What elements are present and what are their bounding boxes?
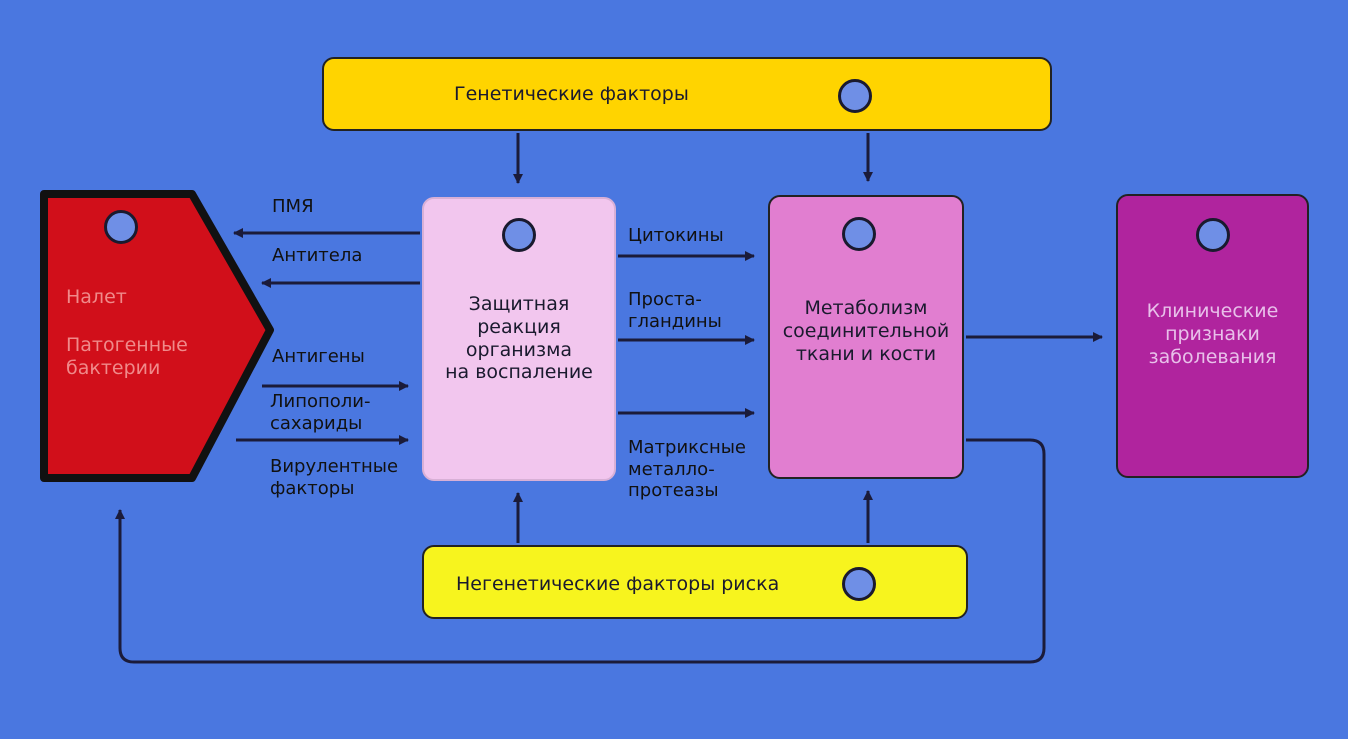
genetic-circle-icon <box>838 79 872 113</box>
clinical-line3: заболевания <box>1148 345 1277 368</box>
label-prostaglandins: Проста- гландины <box>628 289 722 332</box>
plaque-circle-icon <box>104 210 138 244</box>
metabolism-line2: соединительной <box>782 319 950 342</box>
clinical-signs-box: Клинические признаки заболевания <box>1116 194 1309 478</box>
clinical-line2: признаки <box>1165 322 1260 345</box>
metabolism-line3: ткани и кости <box>795 342 937 365</box>
label-pmn: ПМЯ <box>272 196 314 217</box>
label-mmp: Матриксные металло- протеазы <box>628 437 746 502</box>
label-prostaglandins-line2: гландины <box>628 310 722 332</box>
nongenetic-factors-label: Негенетические факторы риска <box>456 573 780 595</box>
clinical-line1: Клинические <box>1146 300 1279 322</box>
nongenetic-factors-box: Негенетические факторы риска <box>422 545 968 619</box>
plaque-subtitle-line1: Патогенные <box>66 333 188 356</box>
label-antibodies: Антитела <box>272 245 363 266</box>
plaque-text: Налет Патогенные бактерии <box>66 286 188 379</box>
label-lps-line2: сахариды <box>270 412 363 434</box>
plaque-shape <box>40 190 274 482</box>
label-mmp-line2: металло- <box>628 458 715 480</box>
label-virulence-line1: Вирулентные <box>270 456 399 477</box>
genetic-factors-label: Генетические факторы <box>454 83 689 105</box>
metabolism-text: Метаболизм соединительной ткани и кости <box>770 297 962 365</box>
feedback-loop-arrow <box>115 438 1046 664</box>
plaque-subtitle-line2: бактерии <box>66 356 161 379</box>
clinical-circle-icon <box>1196 218 1230 252</box>
host-response-circle-icon <box>502 218 536 252</box>
nongenetic-circle-icon <box>842 567 876 601</box>
label-antigens: Антигены <box>272 346 365 367</box>
metabolism-circle-icon <box>842 217 876 251</box>
label-cytokines: Цитокины <box>628 225 724 246</box>
label-mmp-line3: протеазы <box>628 480 719 502</box>
label-virulence-line2: факторы <box>270 477 355 499</box>
host-response-text: Защитная реакция организма на воспаление <box>424 293 614 384</box>
host-response-line2: реакция <box>477 315 561 338</box>
metabolism-line1: Метаболизм <box>804 297 928 319</box>
genetic-factors-box: Генетические факторы <box>322 57 1052 131</box>
host-response-line4: на воспаление <box>445 361 593 384</box>
label-prostaglandins-line1: Проста- <box>628 289 702 310</box>
label-lps: Липополи- сахариды <box>270 391 371 434</box>
host-response-box: Защитная реакция организма на воспаление <box>422 197 616 481</box>
label-lps-line1: Липополи- <box>270 391 371 412</box>
metabolism-box: Метаболизм соединительной ткани и кости <box>768 195 964 479</box>
host-response-line3: организма <box>465 338 573 361</box>
label-virulence: Вирулентные факторы <box>270 456 398 499</box>
host-response-line1: Защитная <box>468 293 570 315</box>
clinical-text: Клинические признаки заболевания <box>1118 300 1307 368</box>
label-mmp-line1: Матриксные <box>628 437 746 458</box>
plaque-title: Налет <box>66 286 127 308</box>
